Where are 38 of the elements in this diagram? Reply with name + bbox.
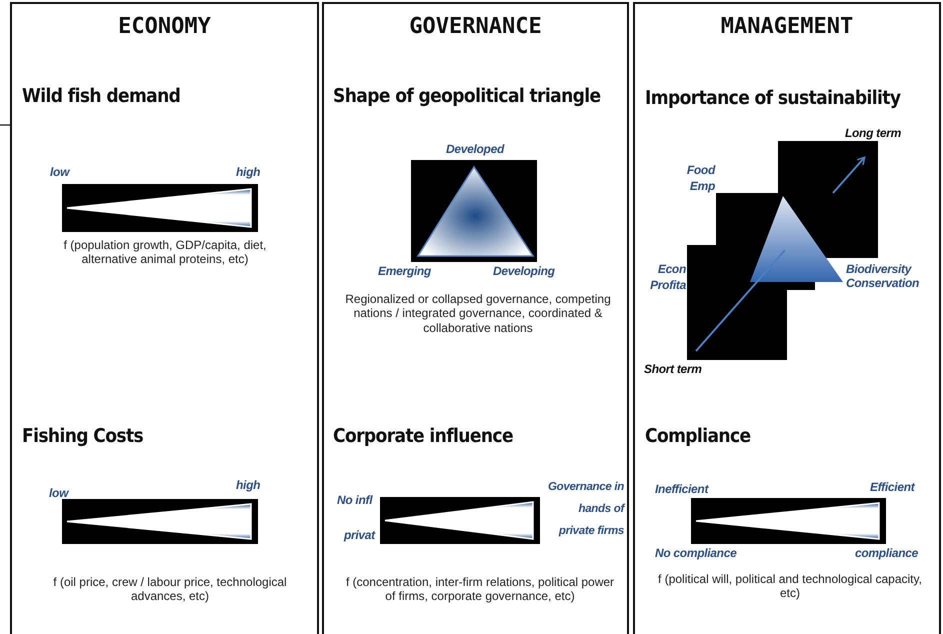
caption: f (population growth, GDP/capita, diet, alternative animal proteins, etc) [62,238,268,267]
triangle-label: Profita [649,278,686,292]
triangle-label: Econ [656,262,686,276]
scale-label: Long term [845,126,902,140]
panel [633,2,941,634]
caption: f (political will, political and technological capacity, etc) [657,572,923,601]
vertex-label: Developing [493,264,556,278]
triangle-label: Food [686,163,715,178]
panel [322,2,629,634]
section-heading: Wild fish demand [22,85,182,108]
column-heading: GOVERNANCE [408,14,543,39]
section-heading: Importance of sustainability [645,87,902,110]
triangle-label: Emp [688,179,715,194]
scale-label: No infl [337,493,374,508]
scale-label: high [236,165,262,180]
section-heading: Fishing Costs [22,425,144,448]
scale-label: privat [344,528,376,542]
scale-label: high [236,478,262,492]
section-heading: Shape of geopolitical triangle [333,85,602,108]
vertex-label: Developed [445,142,506,156]
scale-label: Short term [644,362,703,376]
caption: f (concentration, inter-firm relations, political power of firms, corporate governance, etc) [344,575,616,604]
scale-label: Governance in hands of private firms [547,480,624,539]
section-heading: Corporate influence [333,425,514,448]
scale-label: Inefficient [655,482,710,496]
column-heading: MANAGEMENT [720,14,854,39]
scale-label: compliance [855,546,920,560]
section-heading: Compliance [645,425,752,448]
column-heading: ECONOMY [117,14,212,39]
scale-label: No compliance [655,546,738,560]
scale-label: low [50,165,71,180]
panel [10,2,319,634]
vertex-label: Emerging [378,264,432,278]
triangle-label: Biodiversity Conservation [846,262,920,291]
caption: f (oil price, crew / labour price, technological advances, etc) [52,575,288,604]
scale-label: Efficient [870,480,916,494]
scale-label: low [49,486,70,500]
caption: Regionalized or collapsed governance, competing nations / integrated governance, coordinated & collaborative nations [344,292,612,336]
